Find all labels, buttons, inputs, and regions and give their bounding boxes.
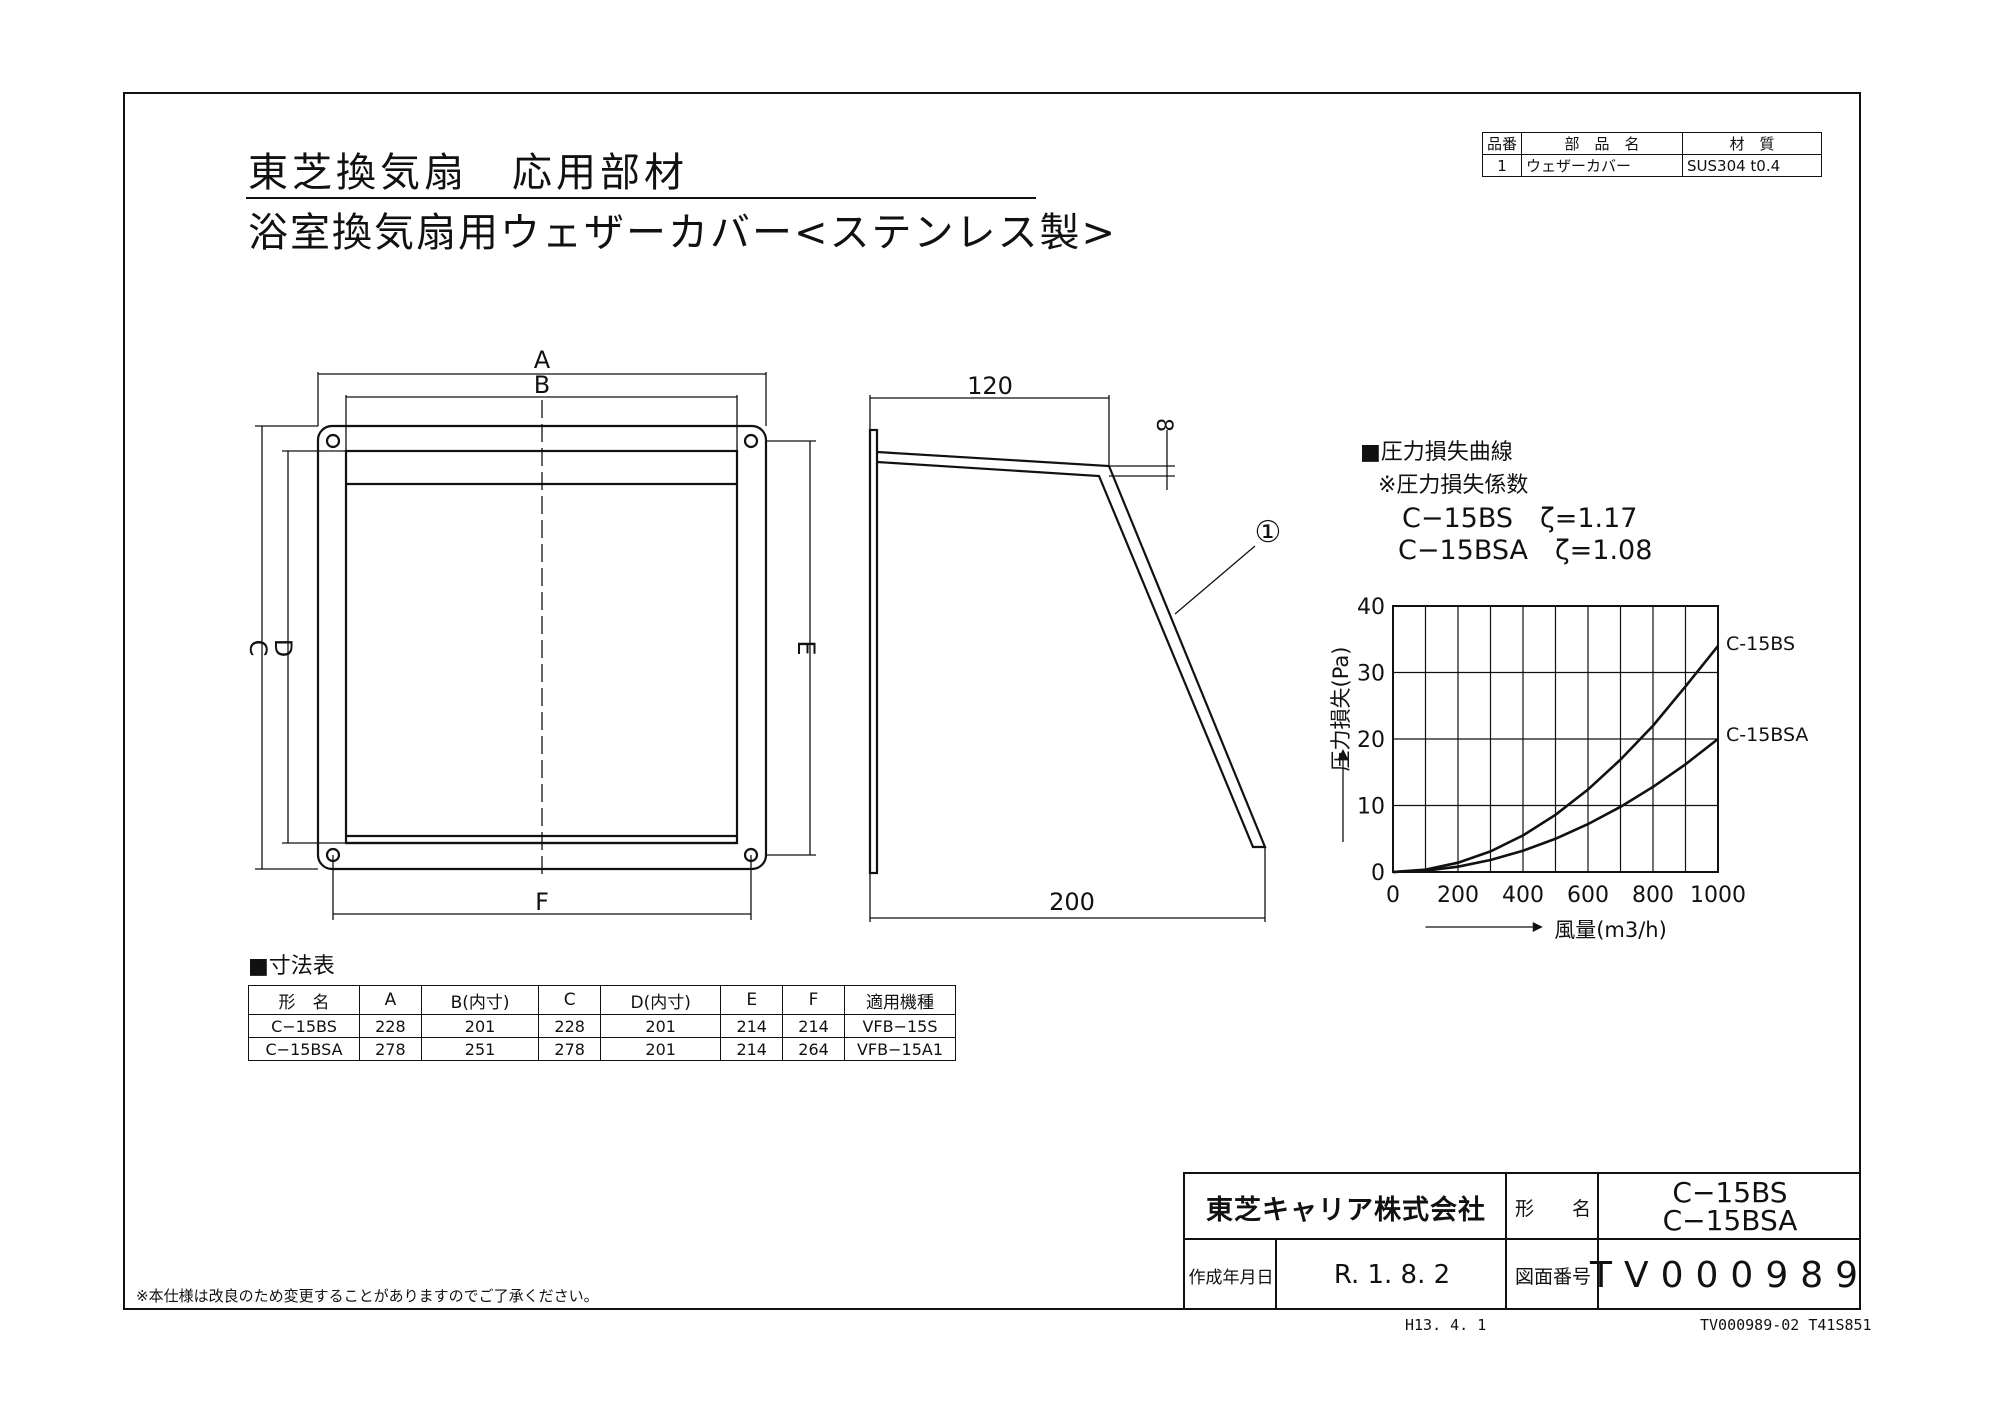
callout-leader (1174, 545, 1256, 615)
y-axis-arrowhead (1338, 748, 1348, 759)
parts-table: 品番 部 品 名 材 質 1 ウェザーカバー SUS304 t0.4 (1482, 132, 1822, 177)
drawing-number-label: 図面番号 (1514, 1265, 1591, 1288)
company-name: 東芝キャリア株式会社 (1206, 1194, 1486, 1226)
tb-divider (1275, 1240, 1277, 1310)
coefficient-c15bsa: C−15BSA ζ=1.08 (1398, 535, 1652, 566)
dims-header: D(内寸) (600, 985, 722, 1015)
dim-label-d: D (269, 639, 297, 657)
model-label: 形 名 (1514, 1197, 1591, 1220)
dim-label-120: 120 (967, 372, 1013, 400)
drawing-title: 東芝換気扇 応用部材 (248, 150, 688, 196)
pressure-subheading: ※圧力損失係数 (1378, 473, 1528, 498)
x-tick-label: 400 (1502, 883, 1544, 908)
dims-header: B(内寸) (420, 985, 540, 1015)
model-c15bs: C−15BS (1672, 1175, 1788, 1209)
table-row: C−15BSA 278 251 278 201 214 264 VFB−15A1 (248, 1037, 956, 1061)
dim-label-f: F (535, 888, 549, 916)
series-line-c-15bs (1392, 645, 1720, 874)
dim-label-200: 200 (1049, 888, 1095, 916)
dims-table-label: ■寸法表 (248, 954, 335, 979)
dims-header: 適用機種 (844, 985, 956, 1015)
dims-header: E (720, 985, 784, 1015)
footer-date: H13. 4. 1 (1405, 1316, 1487, 1334)
part-callout: ① (1255, 515, 1282, 550)
y-axis-label: 圧力損失(Pa) (1329, 647, 1353, 772)
side-hood (876, 450, 1267, 849)
table-row: C−15BS 228 201 228 201 214 214 VFB−15S (248, 1014, 956, 1038)
dims-cell: 201 (600, 1014, 722, 1038)
x-axis-arrowhead (1532, 922, 1543, 932)
tb-divider (1505, 1174, 1507, 1310)
parts-cell: SUS304 t0.4 (1682, 154, 1822, 177)
dims-cell: C−15BS (248, 1014, 360, 1038)
dims-cell: 278 (359, 1037, 422, 1061)
dim-label-8: 8 (1151, 418, 1176, 432)
series-label-c-15bsa: C-15BSA (1726, 724, 1808, 746)
x-axis-label: 風量(m3/h) (1554, 918, 1667, 942)
pressure-heading: ■圧力損失曲線 (1360, 440, 1513, 465)
y-tick-label: 10 (1357, 795, 1385, 820)
dims-cell: 228 (538, 1014, 602, 1038)
dims-header: A (359, 985, 422, 1015)
dims-cell: 214 (782, 1014, 845, 1038)
front-view (255, 372, 816, 920)
dims-cell: 201 (420, 1014, 540, 1038)
title-rule (246, 197, 1036, 199)
dims-cell: 214 (720, 1014, 784, 1038)
x-tick-label: 800 (1632, 883, 1674, 908)
coefficient-c15bs: C−15BS ζ=1.17 (1402, 503, 1637, 534)
y-tick-label: 40 (1357, 595, 1385, 620)
dims-cell: 228 (359, 1014, 422, 1038)
table-row: 1 ウェザーカバー SUS304 t0.4 (1482, 154, 1822, 177)
parts-header-material: 材 質 (1682, 132, 1822, 155)
x-tick-label: 600 (1567, 883, 1609, 908)
drawing-frame (123, 92, 1861, 1310)
dims-cell: VFB−15S (844, 1014, 956, 1038)
spec-change-note: ※本仕様は改良のため変更することがありますのでご了承ください。 (136, 1287, 599, 1305)
date-label: 作成年月日 (1188, 1267, 1274, 1288)
footer-ref: TV000989-02 T41S851 (1700, 1316, 1872, 1334)
dims-cell: 264 (782, 1037, 845, 1061)
title-block: 東芝キャリア株式会社 形 名 C−15BS C−15BSA 作成年月日 R. 1… (1183, 1172, 1861, 1310)
screw-hole (743, 433, 759, 449)
dims-cell: VFB−15A1 (844, 1037, 956, 1061)
dims-cell: 201 (600, 1037, 722, 1061)
parts-cell: 1 (1482, 154, 1522, 177)
dim-label-a: A (534, 346, 551, 374)
dims-header: F (782, 985, 845, 1015)
side-flange (868, 428, 879, 875)
side-view (868, 395, 1267, 922)
x-tick-label: 1000 (1690, 883, 1746, 908)
parts-cell: ウェザーカバー (1521, 154, 1683, 177)
series-line-c-15bsa (1392, 737, 1719, 874)
dims-table: 形 名 A B(内寸) C D(内寸) E F 適用機種 C−15BS 228 … (248, 985, 956, 1061)
dims-cell: 278 (538, 1037, 602, 1061)
dims-cell: C−15BSA (248, 1037, 360, 1061)
dims-cell: 251 (420, 1037, 540, 1061)
tb-divider (1185, 1238, 1861, 1240)
dims-cell: 214 (720, 1037, 784, 1061)
y-tick-label: 20 (1357, 728, 1385, 753)
dims-header: C (538, 985, 602, 1015)
dim-label-c: C (244, 640, 272, 657)
pressure-loss-chart: 0 200 400 600 800 1000 0 10 20 30 40C-15BS C-15BSA 圧… (1329, 595, 1808, 942)
model-c15bsa: C−15BSA (1662, 1203, 1798, 1237)
dim-label-e: E (792, 640, 820, 655)
x-tick-label: 0 (1386, 883, 1400, 908)
screw-hole (325, 433, 341, 449)
drawing-number: TV000989 (1589, 1254, 1871, 1296)
dims-header: 形 名 (248, 985, 360, 1015)
series-label-c-15bs: C-15BS (1726, 633, 1795, 655)
y-tick-label: 30 (1357, 662, 1385, 687)
creation-date: R. 1. 8. 2 (1333, 1260, 1451, 1290)
dim-label-b: B (534, 371, 550, 399)
y-tick-label: 0 (1371, 861, 1385, 886)
x-tick-label: 200 (1437, 883, 1479, 908)
tb-divider (1597, 1174, 1599, 1310)
drawing-subtitle: 浴室換気扇用ウェザーカバー<ステンレス製> (248, 210, 1118, 256)
